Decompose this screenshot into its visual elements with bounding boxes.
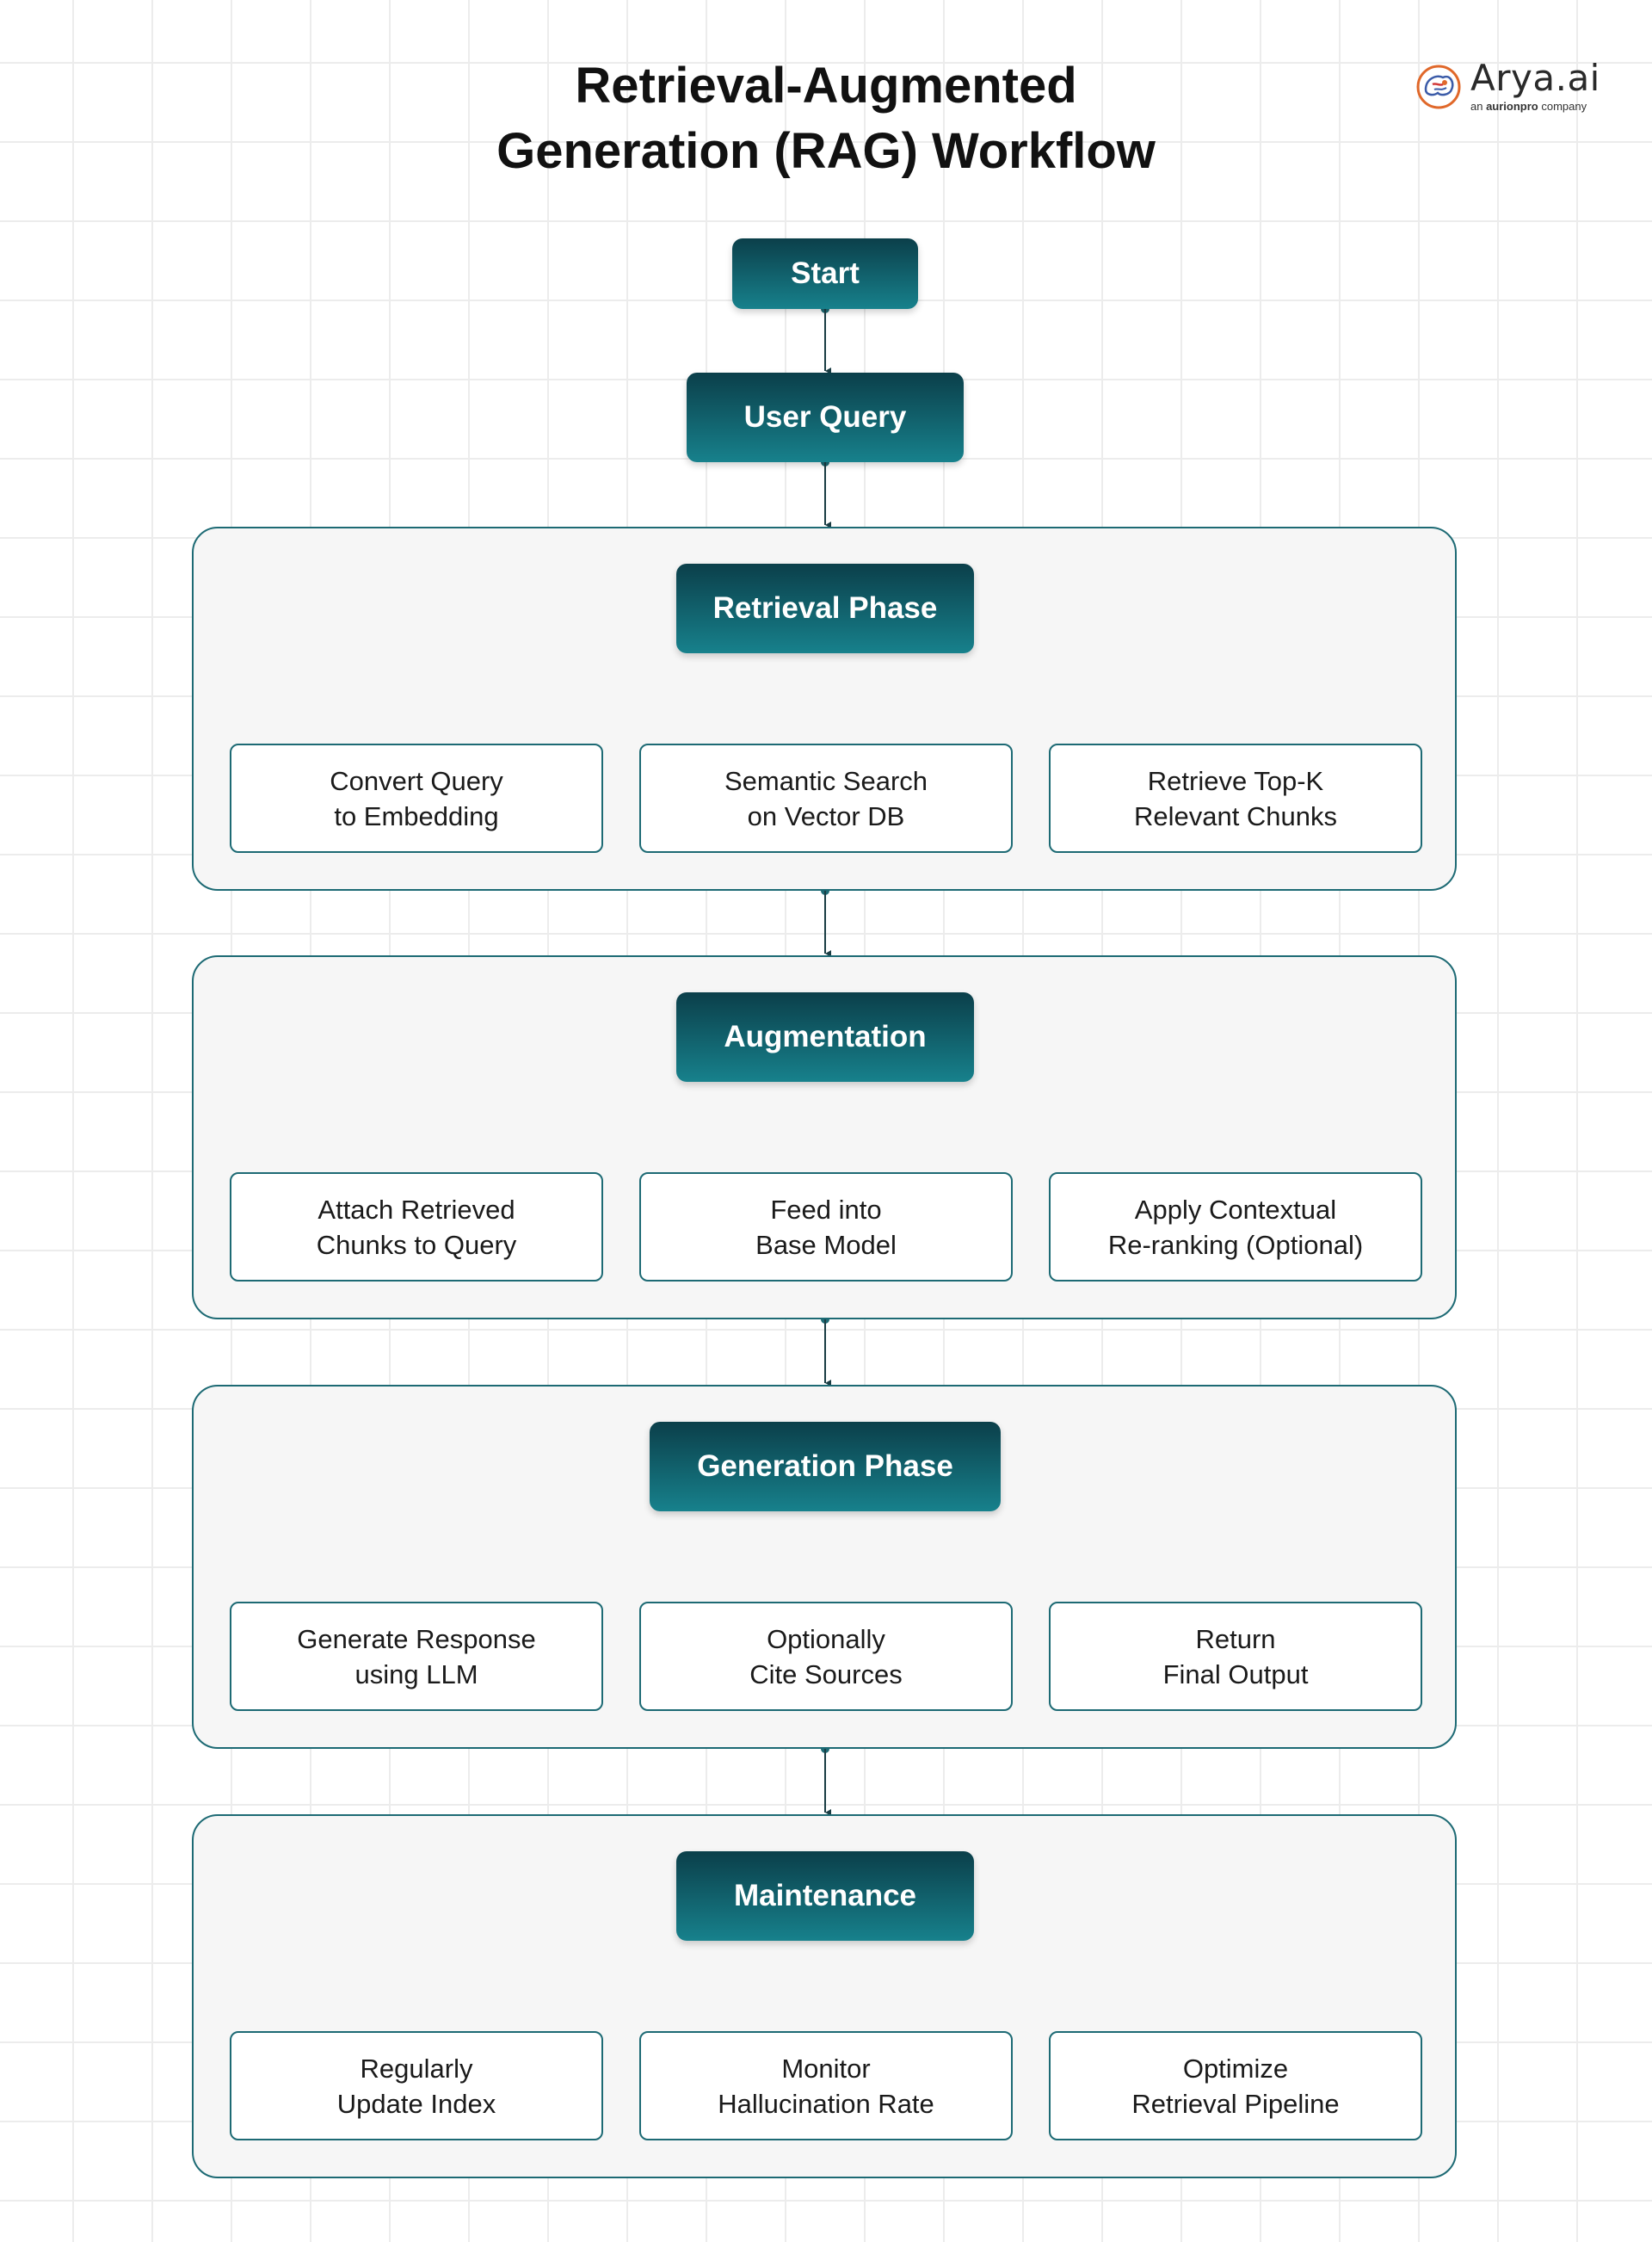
task-label-line2: Chunks to Query — [316, 1229, 517, 1260]
task-label-line1: Generate Response — [297, 1623, 536, 1654]
task-label-line2: on Vector DB — [747, 800, 905, 831]
start-node: Start — [732, 238, 918, 309]
phase-title-node: Augmentation — [676, 992, 974, 1082]
task-label-line1: Optionally — [767, 1623, 885, 1654]
task-label-line2: to Embedding — [334, 800, 499, 831]
user-query-node: User Query — [687, 373, 964, 462]
task-label-line2: Update Index — [336, 2088, 496, 2119]
arya-ai-logo: Arya.ai an aurionpro company — [1415, 57, 1600, 119]
title-line-1: Retrieval-Augmented — [575, 58, 1077, 114]
task-label-line1: Retrieve Top-K — [1147, 765, 1324, 796]
task-text: Convert Query to Embedding — [330, 763, 503, 834]
task-label-line1: Convert Query — [330, 765, 503, 796]
task-label-line1: Apply Contextual — [1134, 1194, 1337, 1225]
task-label-line1: Regularly — [360, 2053, 473, 2084]
task-label-line1: Feed into — [770, 1194, 882, 1225]
phase-title-label: Generation Phase — [697, 1449, 953, 1483]
phase-title-label: Augmentation — [724, 1020, 927, 1053]
task-label-line1: Monitor — [781, 2053, 871, 2084]
phase-title-label: Retrieval Phase — [712, 591, 938, 625]
start-label: Start — [791, 256, 860, 290]
task-label-line2: Hallucination Rate — [718, 2088, 934, 2119]
task-text: Retrieve Top-K Relevant Chunks — [1134, 763, 1337, 834]
task-label-line1: Optimize — [1182, 2053, 1289, 2084]
brain-logo-icon — [1416, 65, 1461, 109]
user-query-label: User Query — [743, 400, 907, 434]
task-label-line2: Base Model — [755, 1229, 897, 1260]
tagline-brand: aurionpro — [1486, 100, 1538, 113]
task-box: Generate Response using LLM — [230, 1602, 603, 1711]
task-text: Semantic Search on Vector DB — [724, 763, 928, 834]
task-label-line2: Final Output — [1162, 1658, 1309, 1689]
phase-title-label: Maintenance — [734, 1879, 916, 1912]
task-label-line2: using LLM — [354, 1658, 478, 1689]
task-label-line2: Relevant Chunks — [1133, 800, 1338, 831]
task-box: Semantic Search on Vector DB — [639, 744, 1013, 853]
task-box: Convert Query to Embedding — [230, 744, 603, 853]
task-label-line2: Re-ranking (Optional) — [1107, 1229, 1364, 1260]
task-label-line2: Cite Sources — [749, 1658, 903, 1689]
task-text: Generate Response using LLM — [297, 1621, 535, 1692]
title-line-2: Generation (RAG) Workflow — [496, 123, 1156, 179]
logo-wordmark: Arya.ai — [1470, 57, 1600, 99]
diagram-title: Retrieval-Augmented Generation (RAG) Wor… — [0, 53, 1652, 184]
phase-title-node: Retrieval Phase — [676, 564, 974, 653]
tagline-prefix: an — [1470, 100, 1487, 113]
logo-tagline: an aurionpro company — [1470, 100, 1587, 113]
task-label-line1: Return — [1195, 1623, 1276, 1654]
phase-title-node: Generation Phase — [650, 1422, 1001, 1511]
task-box: Retrieve Top-K Relevant Chunks — [1049, 744, 1422, 853]
task-label-line2: Retrieval Pipeline — [1131, 2088, 1340, 2119]
task-label-line1: Semantic Search — [724, 765, 928, 796]
phase-title-node: Maintenance — [676, 1851, 974, 1941]
task-label-line1: Attach Retrieved — [317, 1194, 515, 1225]
tagline-suffix: company — [1538, 100, 1587, 113]
